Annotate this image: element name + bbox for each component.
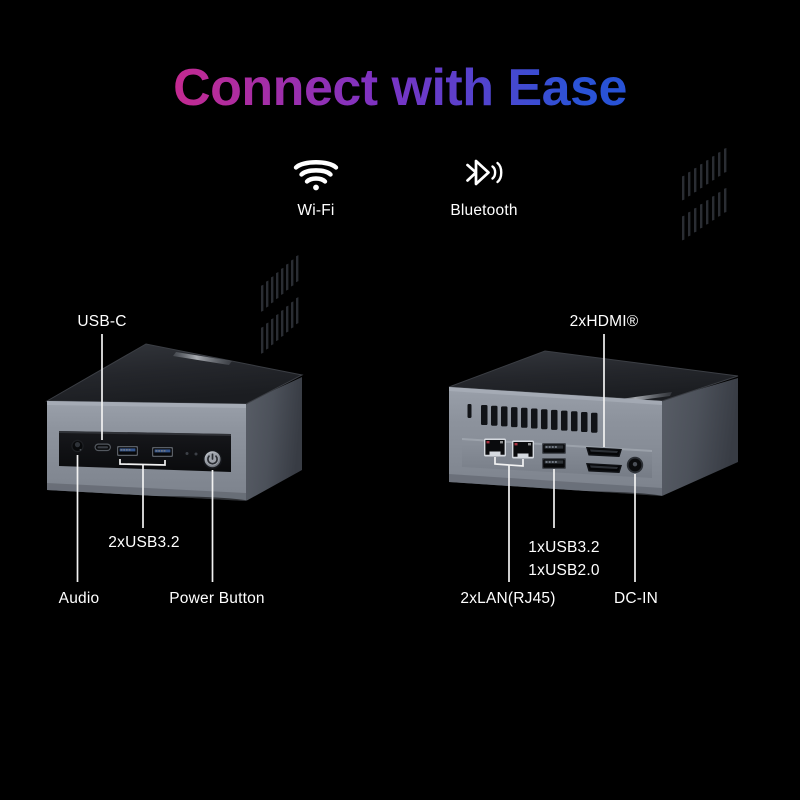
callout-power-button: Power Button <box>169 590 265 607</box>
audio-jack-port <box>71 439 84 453</box>
usb-a-port-2 <box>152 447 173 457</box>
front-unit-callout-leaders <box>76 334 214 582</box>
power-button[interactable] <box>202 449 223 470</box>
hdmi-port-2 <box>586 463 622 473</box>
usb-a-port-1 <box>117 446 138 456</box>
mini-pc-front-view <box>45 255 304 510</box>
wifi-icon <box>293 152 339 196</box>
callout-front-usb32: 2xUSB3.2 <box>108 534 180 551</box>
mini-pc-rear-view <box>448 147 739 505</box>
callout-hdmi: 2xHDMI® <box>569 313 639 330</box>
callout-audio: Audio <box>58 590 100 607</box>
callout-rear-usb20: 1xUSB2.0 <box>528 562 600 579</box>
wireless-features: Wi-Fi Bluetooth <box>0 152 800 220</box>
rear-exhaust-vents <box>467 404 598 433</box>
front-port-strip <box>59 431 231 472</box>
feature-bluetooth: Bluetooth <box>424 152 544 220</box>
usb-a-port-upper <box>542 443 566 454</box>
dc-in-port <box>626 456 644 474</box>
usb-c-port <box>94 443 111 452</box>
bluetooth-icon <box>461 152 507 196</box>
status-led-1 <box>185 452 189 455</box>
callout-dc-in: DC-IN <box>613 590 659 607</box>
rear-top-panel <box>449 351 738 401</box>
rear-unit-callout-leaders <box>494 334 636 582</box>
callout-usb-c: USB-C <box>77 313 127 330</box>
lan-port-1 <box>484 438 506 457</box>
rear-side-panel <box>662 378 738 496</box>
power-symbol-icon <box>207 453 218 465</box>
brand-logo <box>173 352 232 365</box>
feature-wifi: Wi-Fi <box>256 152 376 220</box>
status-led-2 <box>194 452 198 456</box>
lan-port-2 <box>512 440 534 459</box>
front-side-vents <box>261 255 299 354</box>
rear-side-vents <box>682 147 727 241</box>
page-title: Connect with Ease <box>0 62 800 114</box>
callout-lan: 2xLAN(RJ45) <box>460 590 556 607</box>
front-top-panel <box>47 344 302 404</box>
hdmi-port-1 <box>586 447 622 457</box>
feature-label: Bluetooth <box>450 202 518 219</box>
front-side-panel <box>246 377 302 501</box>
usb-a-port-lower <box>542 458 566 469</box>
callout-rear-usb32: 1xUSB3.2 <box>528 539 600 556</box>
feature-label: Wi-Fi <box>297 202 335 219</box>
